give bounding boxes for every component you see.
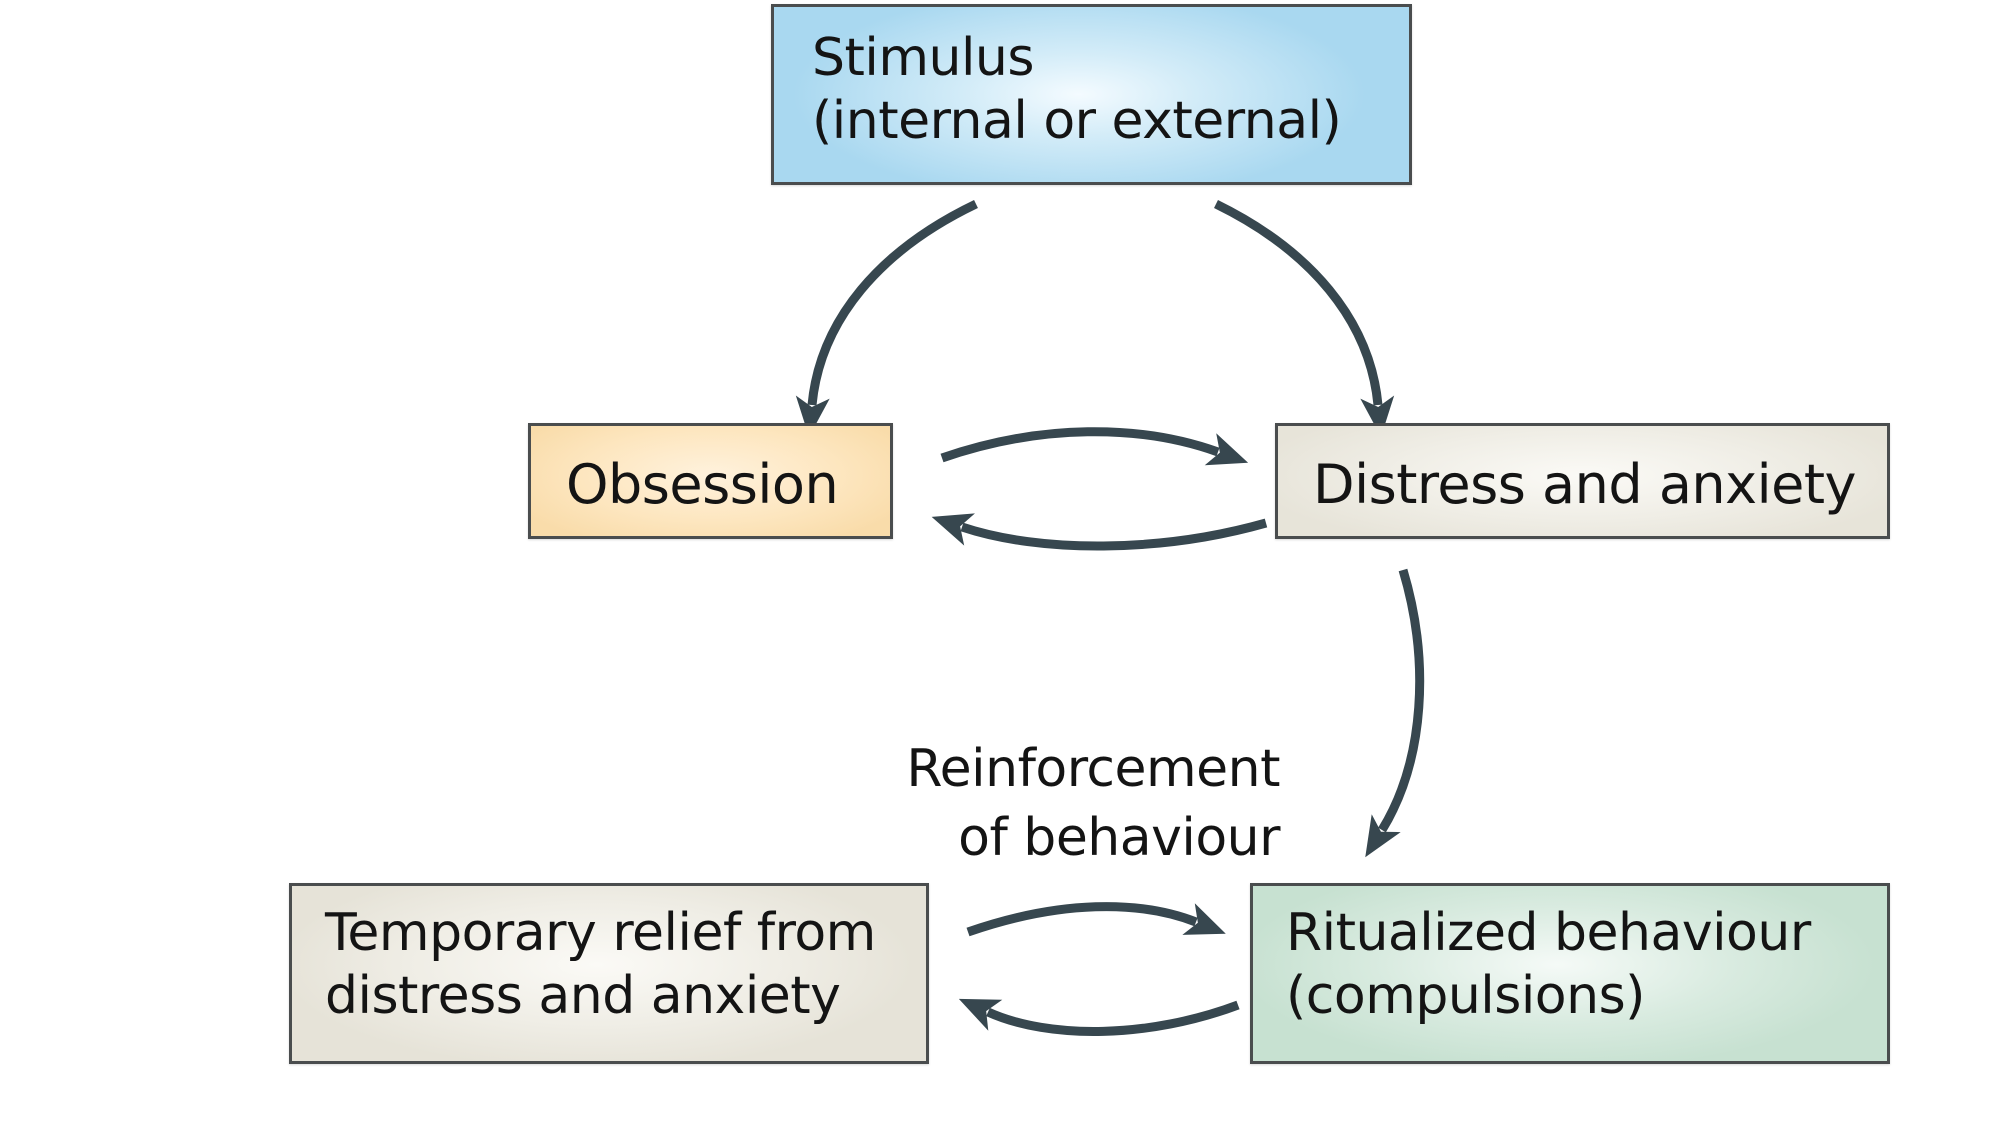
- reinforcement-line1: Reinforcement: [906, 739, 1280, 799]
- reinforcement-line2: of behaviour: [958, 808, 1280, 869]
- arrow-distress-to-obsession: [931, 513, 1268, 551]
- obsession-node: Obsession: [528, 423, 893, 539]
- stimulus-text: Stimulus (internal or external): [812, 27, 1342, 154]
- distress-node: Distress and anxiety: [1275, 423, 1890, 539]
- obsession-label: Obsession: [566, 453, 839, 516]
- ritualized-line1: Ritualized behaviour: [1286, 903, 1811, 963]
- ritualized-text: Ritualized behaviour (compulsions): [1286, 902, 1811, 1029]
- temporary-relief-node: Temporary relief from distress and anxie…: [289, 883, 929, 1064]
- arrow-obsession-to-distress: [940, 427, 1249, 466]
- stimulus-subtitle: (internal or external): [812, 91, 1342, 152]
- temporary-relief-line2: distress and anxiety: [325, 966, 841, 1027]
- arrow-temporary-to-ritualized: [966, 902, 1226, 937]
- ritualized-behaviour-node: Ritualized behaviour (compulsions): [1250, 883, 1890, 1064]
- temporary-relief-line1: Temporary relief from: [325, 903, 876, 963]
- stimulus-node: Stimulus (internal or external): [771, 4, 1412, 185]
- arrow-distress-to-ritualized: [1365, 568, 1425, 858]
- distress-label: Distress and anxiety: [1313, 453, 1856, 516]
- temporary-relief-text: Temporary relief from distress and anxie…: [325, 902, 876, 1029]
- stimulus-title: Stimulus: [812, 28, 1034, 88]
- arrow-stimulus-to-obsession: [795, 199, 978, 437]
- ritualized-line2: (compulsions): [1286, 966, 1645, 1027]
- arrow-ritualized-to-temporary: [958, 998, 1240, 1036]
- reinforcement-label: Reinforcement of behaviour: [906, 735, 1280, 873]
- arrow-stimulus-to-distress: [1214, 199, 1395, 437]
